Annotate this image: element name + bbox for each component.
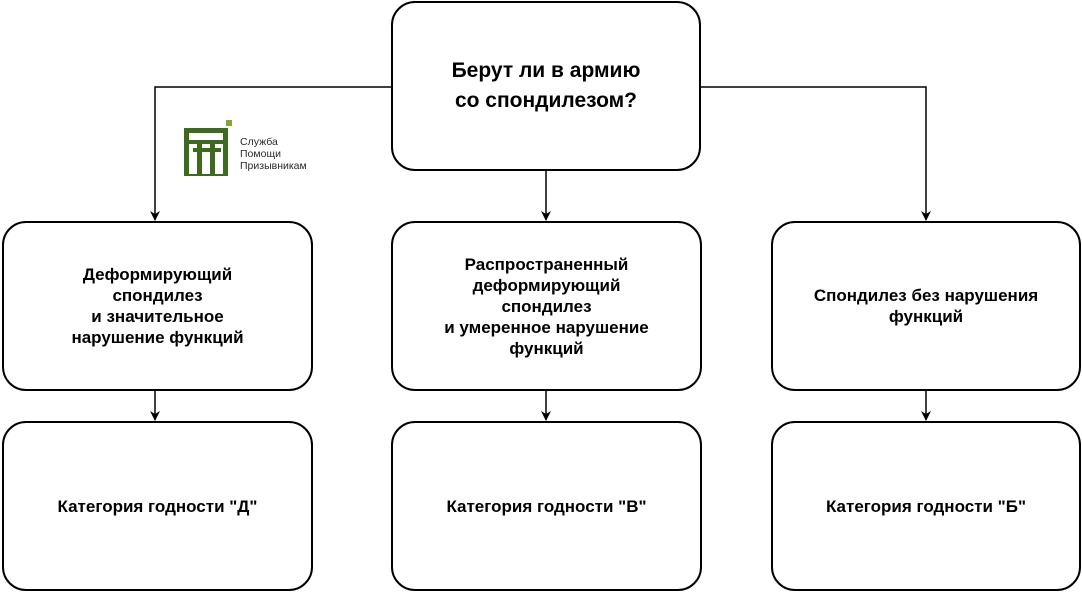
logo-text-line-1: Служба [240, 136, 278, 148]
logo: Служба Помощи Призывникам [184, 120, 314, 178]
category-label-right: Категория годности "Б" [825, 496, 1027, 516]
connector-root-to-right [701, 86, 931, 221]
logo-mark-icon [184, 120, 232, 176]
root-question-box: Берут ли в армию со спондилезом? [391, 1, 701, 171]
category-box-middle: Категория годности "В" [391, 421, 702, 591]
logo-text-line-3: Призывникам [240, 160, 307, 172]
root-question-label: Берут ли в армию со спондилезом? [451, 59, 641, 112]
condition-label-middle: Распространенный деформирующий спондилез… [444, 254, 649, 358]
connector-root-to-left [150, 86, 391, 221]
category-box-right: Категория годности "Б" [771, 421, 1081, 591]
category-label-left: Категория годности "Д" [57, 496, 258, 516]
category-label-middle: Категория годности "В" [446, 496, 647, 516]
condition-box-left: Деформирующий спондилез и значительное н… [2, 221, 313, 391]
condition-label-left: Деформирующий спондилез и значительное н… [71, 265, 244, 347]
condition-label-right: Спондилез без нарушения функций [813, 286, 1039, 326]
condition-box-middle: Распространенный деформирующий спондилез… [391, 221, 702, 391]
category-box-left: Категория годности "Д" [2, 421, 313, 591]
logo-text-line-2: Помощи [240, 148, 281, 160]
condition-box-right: Спондилез без нарушения функций [771, 221, 1081, 391]
